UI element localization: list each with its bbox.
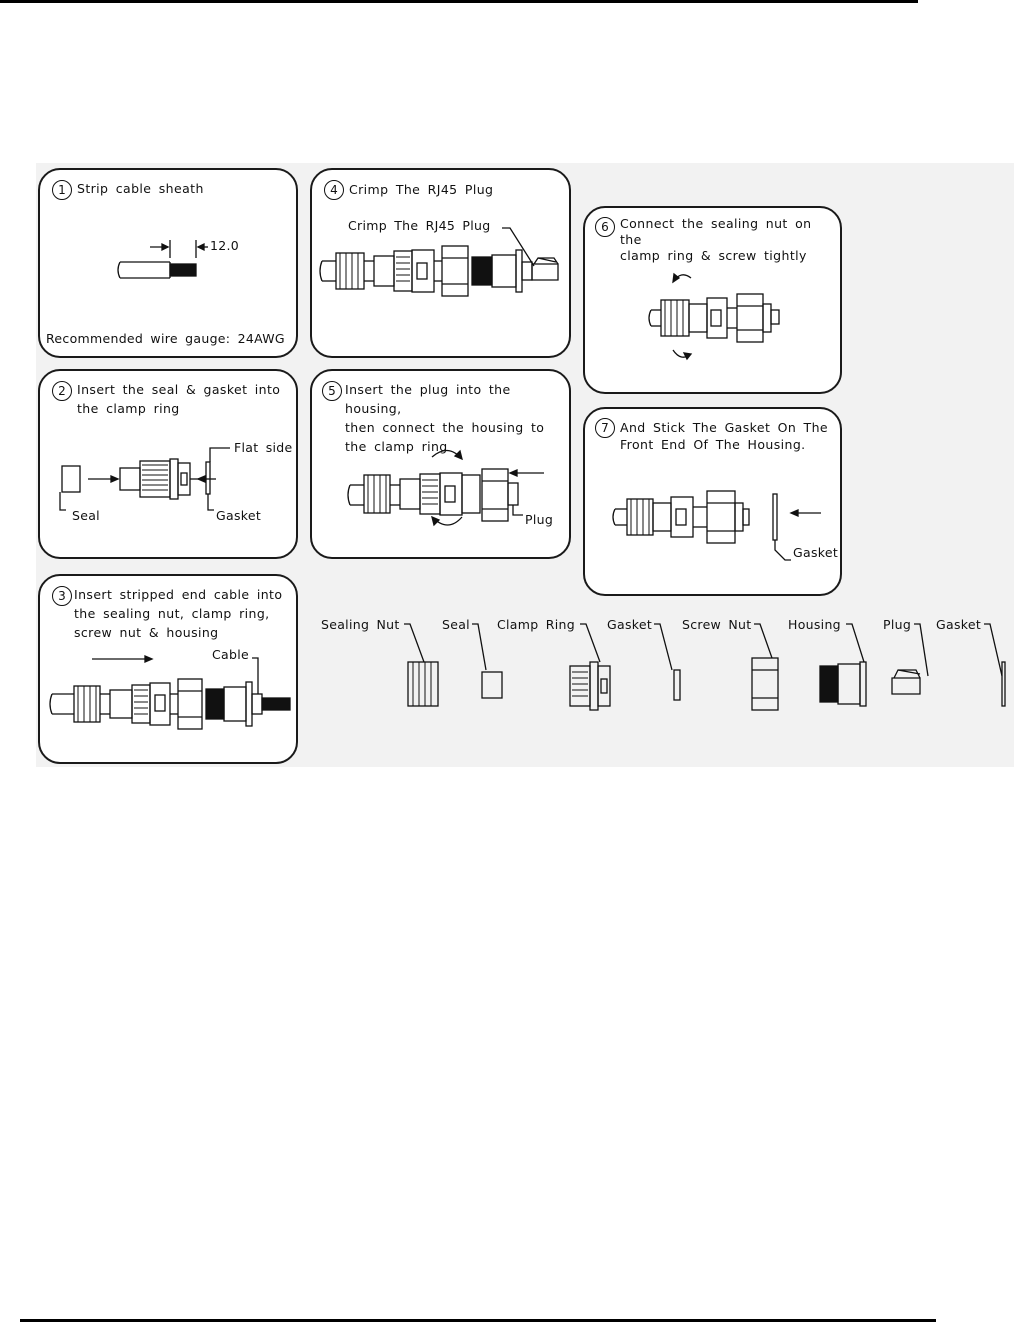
insert-cable-drawing	[49, 655, 291, 730]
part-label-gasket-2: Gasket	[936, 617, 982, 632]
step-4-number: 4	[324, 180, 344, 200]
step-6-text: Connect the sealing nut on the clamp rin…	[620, 216, 812, 263]
strip-length-label: 12.0	[210, 238, 240, 253]
step-7-number: 7	[595, 418, 615, 438]
strip-cable-drawing	[117, 240, 208, 279]
step-7-panel: 7 And Stick The Gasket On The Front End …	[583, 407, 842, 596]
step-1-number: 1	[52, 180, 72, 200]
seal-label: Seal	[72, 508, 100, 523]
part-label-plug: Plug	[883, 617, 912, 632]
part-label-gasket: Gasket	[607, 617, 653, 632]
bottom-rule	[20, 1319, 936, 1322]
step-7-text: And Stick The Gasket On The Front End Of…	[620, 420, 828, 452]
insert-plug-drawing	[347, 449, 544, 527]
part-label-sealing-nut: Sealing Nut	[321, 617, 400, 632]
step-1-panel: 1 Strip cable sheath 12.0 Recommended wi…	[38, 168, 298, 358]
step-5-number: 5	[322, 381, 342, 401]
part-label-housing: Housing	[788, 617, 841, 632]
top-rule	[0, 0, 918, 3]
part-label-seal: Seal	[442, 617, 470, 632]
plug-label: Plug	[525, 512, 554, 527]
flat-side-label: Flat side	[234, 440, 293, 455]
parts-drawing	[316, 600, 1016, 720]
step-4-panel: 4 Crimp The RJ45 Plug Crimp The RJ45 Plu…	[310, 168, 571, 358]
step-2-number: 2	[52, 381, 72, 401]
part-label-clamp-ring: Clamp Ring	[497, 617, 575, 632]
step-2-panel: 2 Insert the seal & gasket into the clam…	[38, 369, 298, 559]
crimp-plug-drawing	[319, 227, 559, 297]
screw-tight-drawing	[648, 272, 780, 361]
step-6-number: 6	[595, 217, 615, 237]
step-7-gasket-label: Gasket	[793, 545, 839, 560]
step-1-text: Strip cable sheath	[77, 181, 204, 196]
gasket-label: Gasket	[216, 508, 262, 523]
step-5-text: Insert the plug into the housing, then c…	[345, 382, 545, 454]
step-3-text: Insert stripped end cable into the seali…	[74, 587, 283, 640]
step-6-panel: 6 Connect the sealing nut on the clamp r…	[583, 206, 842, 394]
step-3-panel: 3 Insert stripped end cable into the sea…	[38, 574, 298, 764]
cable-label: Cable	[212, 647, 249, 662]
wire-gauge-note: Recommended wire gauge: 24AWG	[46, 331, 285, 346]
seal-gasket-drawing	[59, 447, 230, 511]
step-4-text: Crimp The RJ45 Plug	[349, 182, 494, 197]
stick-gasket-drawing	[612, 490, 821, 561]
crimp-plug-callout: Crimp The RJ45 Plug	[348, 218, 491, 233]
part-label-screw-nut: Screw Nut	[682, 617, 752, 632]
step-3-number: 3	[52, 586, 72, 606]
step-5-panel: 5 Insert the plug into the housing, then…	[310, 369, 571, 559]
step-2-text: Insert the seal & gasket into the clamp …	[77, 382, 281, 416]
